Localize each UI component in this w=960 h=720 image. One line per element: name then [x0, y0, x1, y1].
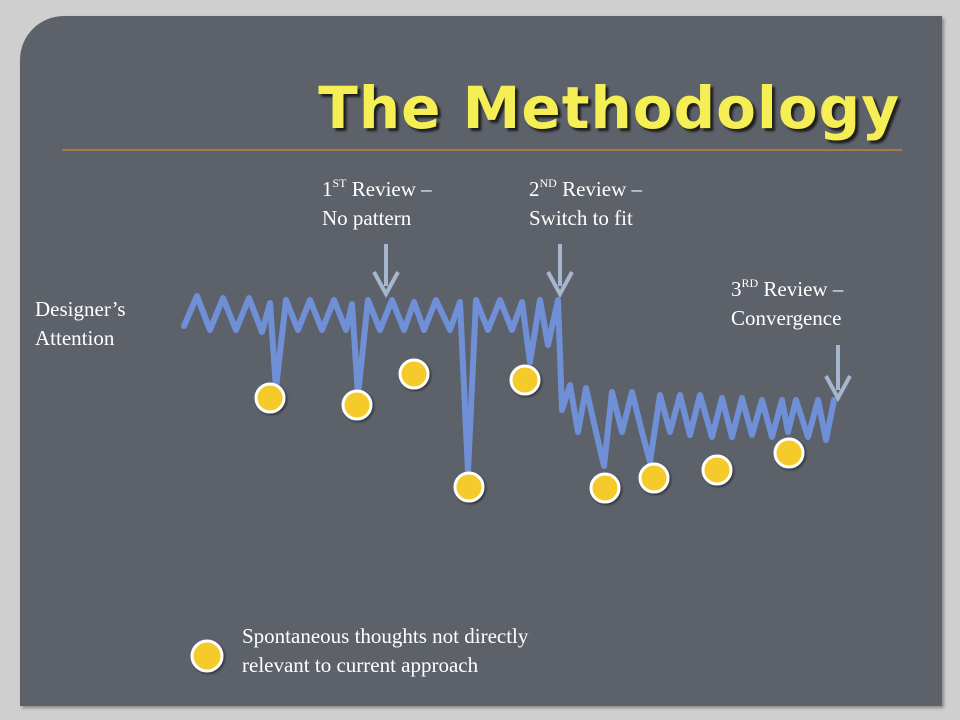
content-panel [20, 16, 942, 706]
thought-dot-9 [773, 437, 805, 469]
attention-wave-line [181, 293, 837, 475]
thought-dot-6 [589, 472, 621, 504]
review-1-label: 1ST Review – No pattern [322, 176, 432, 230]
review-1-arrow-icon [372, 244, 400, 299]
thought-dot-8 [701, 454, 733, 486]
thought-dot-5 [509, 364, 541, 396]
attention-label: Designer’s Attention [35, 297, 126, 350]
thought-dot-1 [254, 382, 286, 414]
title-divider [62, 149, 902, 151]
legend-dot-icon [190, 639, 224, 673]
thought-dot-4 [453, 471, 485, 503]
legend-label: Spontaneous thoughts not directly releva… [242, 624, 529, 677]
thought-dot-7 [638, 462, 670, 494]
review-3-label: 3RD Review – Convergence [731, 276, 844, 330]
thought-dot-3 [398, 358, 430, 390]
review-2-arrow-icon [546, 244, 574, 299]
thought-dot-2 [341, 389, 373, 421]
review-3-arrow-icon [824, 345, 852, 403]
page-title: The Methodology [318, 74, 900, 142]
thought-dots [254, 358, 805, 504]
review-2-label: 2ND Review – Switch to fit [529, 176, 642, 230]
review-arrows [372, 244, 852, 403]
